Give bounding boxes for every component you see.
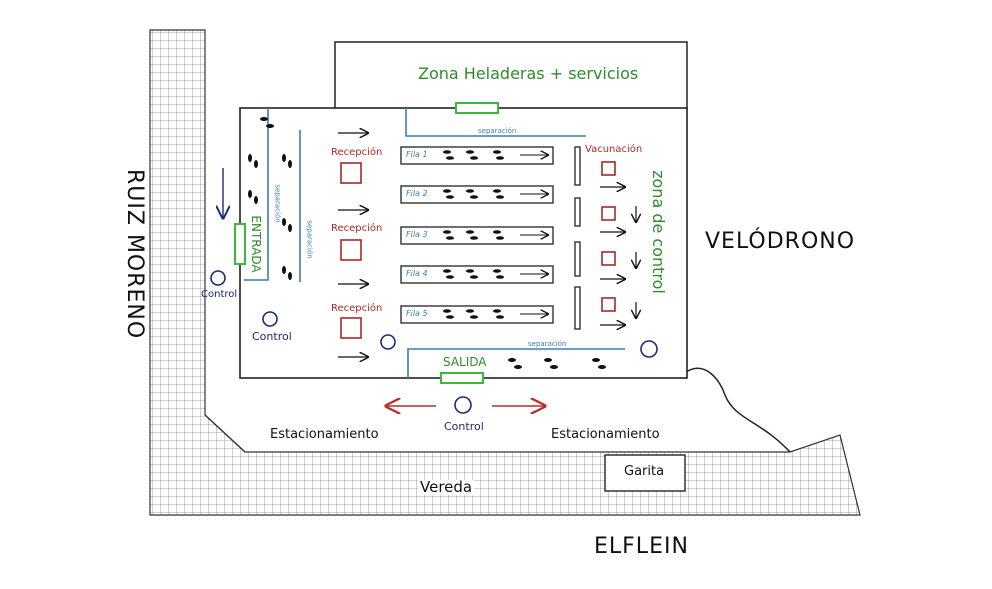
flow-arrows [338,133,636,357]
exit-footprints [508,358,606,369]
exit-door [440,372,484,384]
top-door [455,102,499,114]
entry-footprints [248,117,292,280]
separation-label-top: separación [478,127,517,135]
control-label: Control [444,420,484,433]
control-circles [210,270,658,414]
street-left-label: RUIZ MORENO [122,169,147,340]
row-label: Fila 3 [406,230,428,239]
entry-label: ENTRADA [249,215,263,273]
row-label: Fila 4 [406,269,428,278]
control-zone-label: zona de control [649,170,668,294]
top-zone-label: Zona Heladeras + servicios [418,64,639,83]
reception-label: Recepción [331,147,383,158]
top-zone-box [334,41,688,110]
separation-lines [244,108,625,378]
separation-label-left2: separación [305,220,314,259]
parking-label-right: Estacionamiento [551,427,660,442]
vaccination-boxes [601,161,616,312]
reception-label: Recepción [331,303,383,314]
guardhouse-box [604,454,686,492]
row-label: Fila 5 [406,309,428,318]
queue-rows [400,146,554,324]
barrier-panels [574,146,581,330]
street-right-label: VELÓDRONO [705,229,856,254]
exit-label: SALIDA [443,355,487,369]
sidewalk-label: Vereda [418,478,475,496]
road-edge-line [685,367,791,453]
parking-label-left: Estacionamiento [270,427,379,442]
control-label: Control [252,330,292,343]
row-label: Fila 2 [406,189,428,198]
reception-label: Recepción [331,223,383,234]
row-arrows [520,155,548,314]
reception-boxes [340,162,362,339]
separation-label-left: separación [273,184,282,223]
separation-label-bottom: separación [528,340,567,348]
row-footprints [443,150,504,319]
guardhouse-label: Garita [624,464,665,479]
entry-door [234,223,246,265]
row-label: Fila 1 [406,150,428,159]
control-label: Control [201,289,238,300]
vaccination-label: Vacunación [585,144,643,155]
street-bottom-label: ELFLEIN [594,534,689,559]
